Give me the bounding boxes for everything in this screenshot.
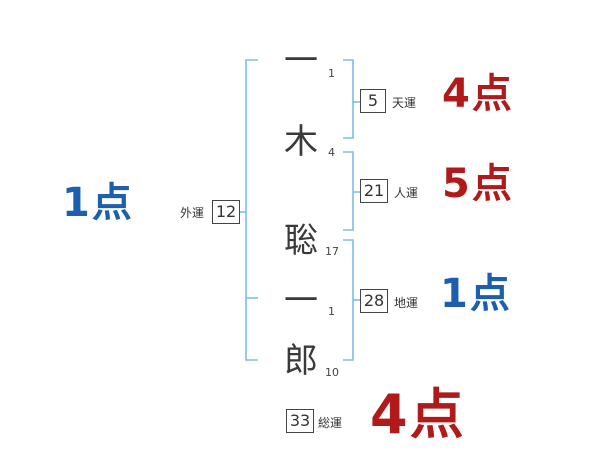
so-label: 総運 [318,416,343,430]
outer-bracket [245,59,258,361]
chi-value-box: 28 [360,289,388,313]
ten-label: 天運 [392,96,417,110]
jin-label: 人運 [394,186,419,200]
name-char-5: 郎 [284,341,318,381]
chi-score: 1点 [440,271,512,317]
chi-label: 地運 [394,296,419,310]
stroke-count-3: 17 [325,245,339,258]
chi-bracket [343,239,354,361]
ten-score: 4点 [442,71,514,117]
stroke-count-2: 4 [328,146,335,159]
stroke-count-1: 1 [328,67,335,80]
name-char-1: 一 [284,41,318,81]
gai-label: 外運 [180,206,205,220]
jin-score: 5点 [442,161,514,207]
so-score: 4点 [370,383,466,446]
gai-score: 1点 [62,180,134,226]
jin-value-box: 21 [360,179,388,203]
name-char-2: 木 [284,122,318,162]
stroke-count-4: 1 [328,305,335,318]
name-char-4: 一 [284,281,318,321]
ten-bracket [343,59,354,139]
gai-value-box: 12 [212,200,240,224]
stroke-count-5: 10 [325,366,339,379]
so-value-box: 33 [286,409,314,433]
name-char-3: 聡 [284,221,318,261]
jin-bracket [343,151,354,231]
ten-value-box: 5 [360,89,386,113]
